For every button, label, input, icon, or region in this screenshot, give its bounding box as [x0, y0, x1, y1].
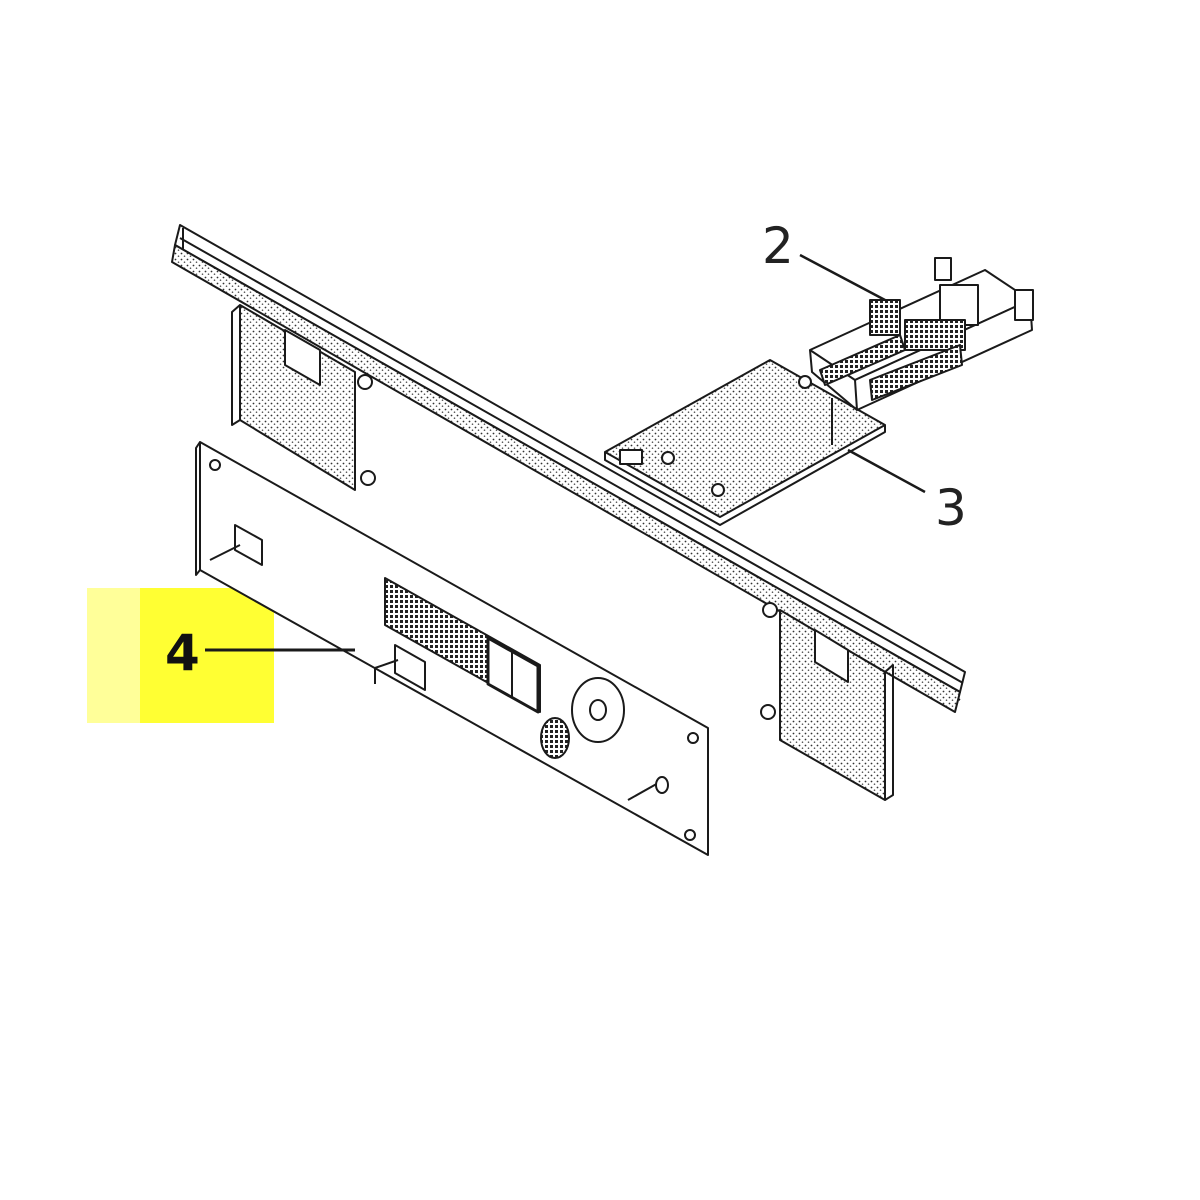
callout-3-leader: [847, 448, 926, 494]
callout-2-label: 2: [762, 217, 794, 275]
callout-4-label: 4: [165, 624, 200, 682]
right-bracket: [760, 602, 894, 801]
callout-2-leader: [799, 253, 886, 302]
part-4-control-panel: [195, 441, 709, 856]
part-3-mounting-plate: [604, 359, 886, 526]
part-2-connector-module: [809, 257, 1034, 411]
callout-4-highlight: [87, 588, 274, 723]
frame-rail: [171, 224, 966, 713]
callout-3-label: 3: [935, 479, 967, 537]
left-bracket: [231, 304, 376, 491]
